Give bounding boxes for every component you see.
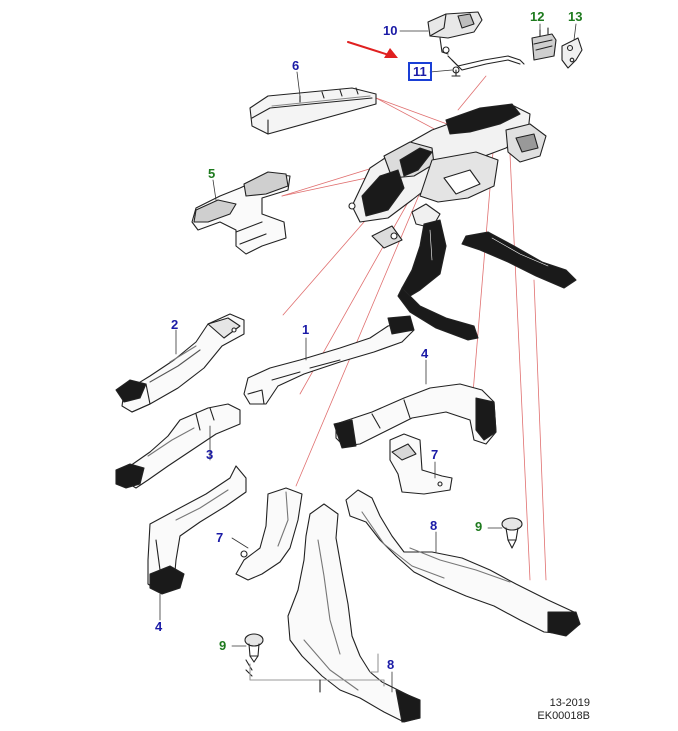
callout-9-left[interactable]: 9 [219,638,227,653]
callout-4-upper[interactable]: 4 [421,346,429,361]
callout-6[interactable]: 6 [292,58,300,73]
red-arrow-icon [347,41,398,58]
part-10-vent-assembly [427,11,483,55]
part-8-right-duct [345,489,581,637]
hvac-assembly [348,103,577,341]
part-9-left-clip [244,633,264,663]
callout-13[interactable]: 13 [568,9,583,24]
part-2-duct [115,313,245,413]
diagram-date: 13-2019 [549,697,590,709]
callout-9-right[interactable]: 9 [475,519,483,534]
part-12-sensor [531,27,557,61]
part-7-right-bracket [389,433,453,495]
part-4-lower-duct [147,465,247,595]
callout-7-right[interactable]: 7 [431,447,439,462]
part-5-side-duct [191,171,291,255]
callout-12[interactable]: 12 [530,9,545,24]
callout-5[interactable]: 5 [208,166,216,181]
callout-1[interactable]: 1 [302,322,310,337]
part-7-left-duct [235,487,303,581]
callout-4-lower[interactable]: 4 [155,619,163,634]
part-3-duct [115,403,241,489]
callout-10[interactable]: 10 [383,23,398,38]
callout-2[interactable]: 2 [171,317,179,332]
callout-7-left[interactable]: 7 [216,530,224,545]
callout-8-right[interactable]: 8 [430,518,438,533]
callout-3[interactable]: 3 [206,447,214,462]
part-9-right-clip [501,517,523,549]
part-13-bracket [561,37,583,69]
part-1-duct [243,315,415,405]
diagram-code: EK00018B [537,710,590,722]
part-11-tube [447,55,525,77]
callout-8-lower[interactable]: 8 [387,657,395,672]
part-6-defroster-panel [249,87,377,135]
callout-leaders [159,23,577,693]
part-4-upper-duct [333,383,497,449]
callout-11-highlighted[interactable]: 11 [408,62,432,81]
part-8-lower-duct [245,503,421,723]
